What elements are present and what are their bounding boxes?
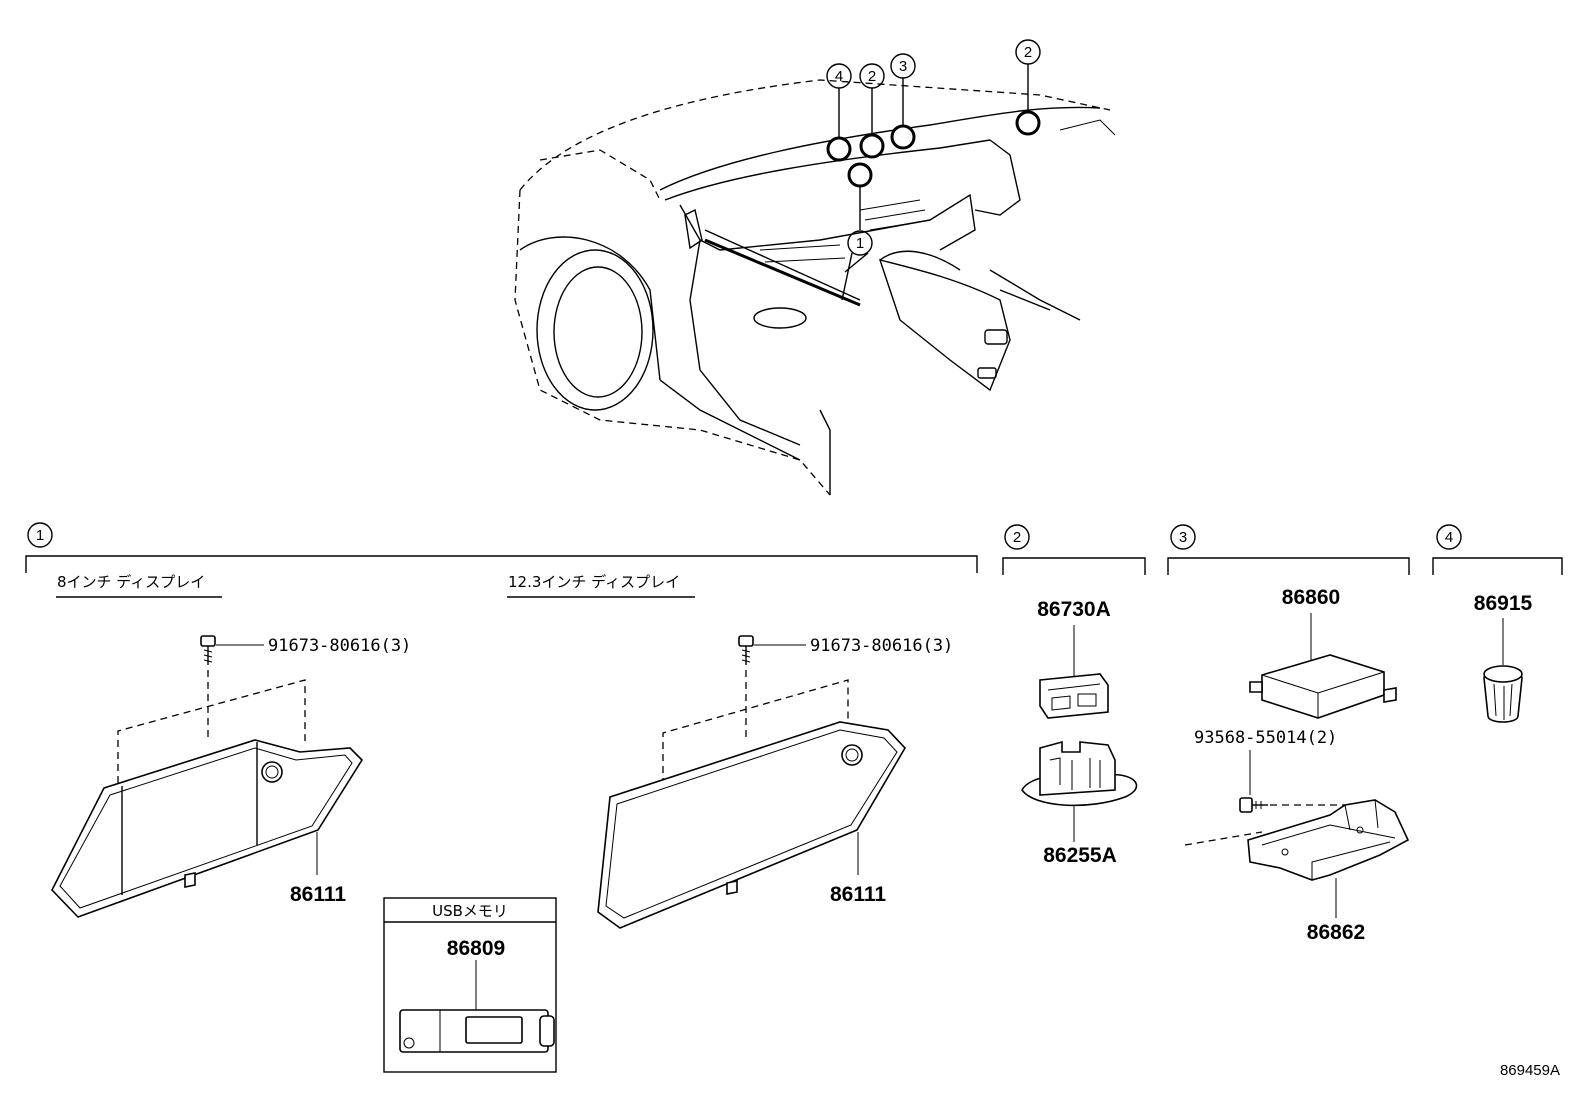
screw-part-number: 91673-80616(3) [268,636,411,656]
bolt-part-number: 93568-55014(2) [1194,728,1337,748]
switch-plug-icon [1483,665,1523,723]
section-3: 3 [1167,524,1410,575]
section-2: 2 [1002,524,1146,575]
section-label: 4 [1445,529,1453,546]
section-label: 1 [36,527,44,544]
section-label: 2 [1013,529,1021,546]
screw-icon [200,635,216,665]
bolt-icon [1239,797,1268,813]
part-number: 86862 [1307,921,1365,944]
part-number: 86860 [1282,586,1340,609]
display-12in-group: 12.3インチ ディスプレイ 91673-80616(3) 86111 [507,573,953,929]
usb-memory-title: USBメモリ [432,902,508,920]
display-panel-12in [597,721,906,929]
callout-label: 3 [899,58,907,75]
usb-memory-box: USBメモリ 86809 [383,897,557,1073]
vehicle-interior-overview [514,79,1116,496]
callout-label: 4 [835,68,843,85]
screw-part-number: 91673-80616(3) [810,636,953,656]
mounting-bracket-icon [1247,799,1410,881]
usb-stick-icon [399,1009,555,1053]
part-number: 86730A [1037,598,1111,621]
part-number: 86255A [1043,844,1117,867]
connector-bracket-icon [1021,740,1138,807]
callout-label: 2 [1024,44,1032,61]
section-4: 4 [1432,524,1563,575]
display-panel-8in [51,739,364,918]
display-8in-group: 8インチ ディスプレイ 91673-80616(3) 86111 [51,573,411,918]
connector-icon [1039,673,1109,719]
diagram-reference-code: 869459A [1500,1062,1560,1079]
display-12in-title: 12.3インチ ディスプレイ [508,573,680,591]
section-1: 1 [25,522,978,573]
part-number: 86915 [1474,592,1533,615]
usb-memory-part-number: 86809 [447,937,505,960]
section-3-parts: 86860 93568-55014(2) 86862 [1184,586,1410,944]
callout-label: 2 [868,68,876,85]
display-part-number: 86111 [830,883,886,906]
section-label: 3 [1179,529,1187,546]
overview-callouts: 4 2 3 2 1 [826,39,1041,301]
ecu-module-icon [1249,654,1397,719]
section-2-parts: 86730A 86255A [1021,598,1138,867]
section-4-parts: 86915 [1474,592,1533,723]
display-part-number: 86111 [290,883,346,906]
callout-label: 1 [856,235,864,252]
display-8in-title: 8インチ ディスプレイ [57,573,205,591]
screw-icon [738,635,754,665]
